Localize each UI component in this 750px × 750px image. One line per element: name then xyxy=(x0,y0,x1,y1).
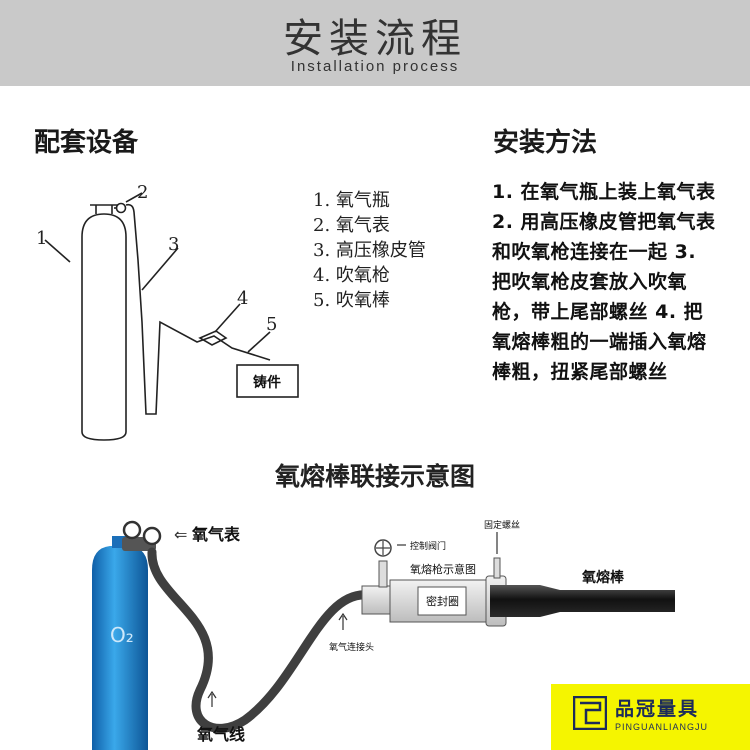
leader-4 xyxy=(214,303,241,333)
oxygen-lance xyxy=(490,585,675,617)
leader-2 xyxy=(125,192,143,203)
gauge-arrow-icon: ⇐ xyxy=(174,525,187,544)
leader-3 xyxy=(141,247,179,291)
hose-line xyxy=(125,203,271,415)
equipment-legend: 1. 氧气瓶 2. 氧气表 3. 高压橡皮管 4. 吹氧枪 5. 吹氧棒 xyxy=(313,188,426,313)
seal-label: 密封圈 xyxy=(426,594,459,608)
arrow-connector-pointer xyxy=(338,612,348,630)
equipment-title: 配套设备 xyxy=(34,128,139,158)
method-text: 1. 在氧气瓶上装上氧气表 2. 用高压橡皮管把氧气表和吹氧枪连接在一起 3. … xyxy=(492,181,716,383)
leader-1 xyxy=(44,239,71,263)
lance-label: 氧熔棒 xyxy=(581,569,625,586)
hose-label: 氧气线 xyxy=(196,725,245,744)
legend-item: 1. 氧气瓶 xyxy=(313,190,390,211)
gauge-right xyxy=(142,526,162,546)
cylinder-outline xyxy=(81,213,127,441)
casting-label: 铸件 xyxy=(253,374,281,391)
seal-ring xyxy=(417,586,467,616)
method-title: 安装方法 xyxy=(493,128,598,158)
legend-item: 5. 吹氧棒 xyxy=(313,290,390,311)
valve-label: 控制阀门 xyxy=(410,540,446,552)
logo-name-cn: 品冠量具 xyxy=(615,698,700,720)
connection-title: 氧熔棒联接示意图 xyxy=(274,462,475,491)
cylinder-mark: O₂ xyxy=(110,623,134,647)
brand-logo: 品冠量具 PINGUANLIANGJU xyxy=(551,684,750,750)
gauge-label: 氧气表 xyxy=(191,525,241,544)
callout-3: 3 xyxy=(168,234,179,255)
cylinder-valve xyxy=(90,204,118,214)
oxygen-hose xyxy=(147,547,373,733)
callout-4: 4 xyxy=(237,288,248,309)
callout-2: 2 xyxy=(137,182,148,203)
callout-5: 5 xyxy=(266,314,277,335)
gun-label: 氧熔枪示意图 xyxy=(410,562,476,576)
connector-label: 氧气连接头 xyxy=(329,641,374,653)
header-banner: 安装流程 Installation process xyxy=(0,0,750,86)
screw-label: 固定螺丝 xyxy=(484,519,520,531)
fixing-screw xyxy=(493,557,501,579)
legend-item: 3. 高压橡皮管 xyxy=(313,240,426,261)
gauge-left xyxy=(122,520,142,540)
hose-connector xyxy=(361,585,391,615)
logo-mark-icon xyxy=(573,696,607,730)
callout-1: 1 xyxy=(36,228,47,249)
casting-box xyxy=(236,364,299,398)
legend-item: 4. 吹氧枪 xyxy=(313,265,390,286)
legend-item: 2. 氧气表 xyxy=(313,215,390,236)
page-subtitle: Installation process xyxy=(290,58,460,75)
valve-stem xyxy=(378,560,388,588)
logo-name-en: PINGUANLIANGJU xyxy=(615,722,709,732)
leader-5 xyxy=(247,331,271,353)
oxygen-cylinder xyxy=(92,546,148,750)
gun-shape xyxy=(198,330,228,346)
page-title: 安装流程 xyxy=(283,16,467,62)
arrow-hose-pointer xyxy=(207,690,217,707)
